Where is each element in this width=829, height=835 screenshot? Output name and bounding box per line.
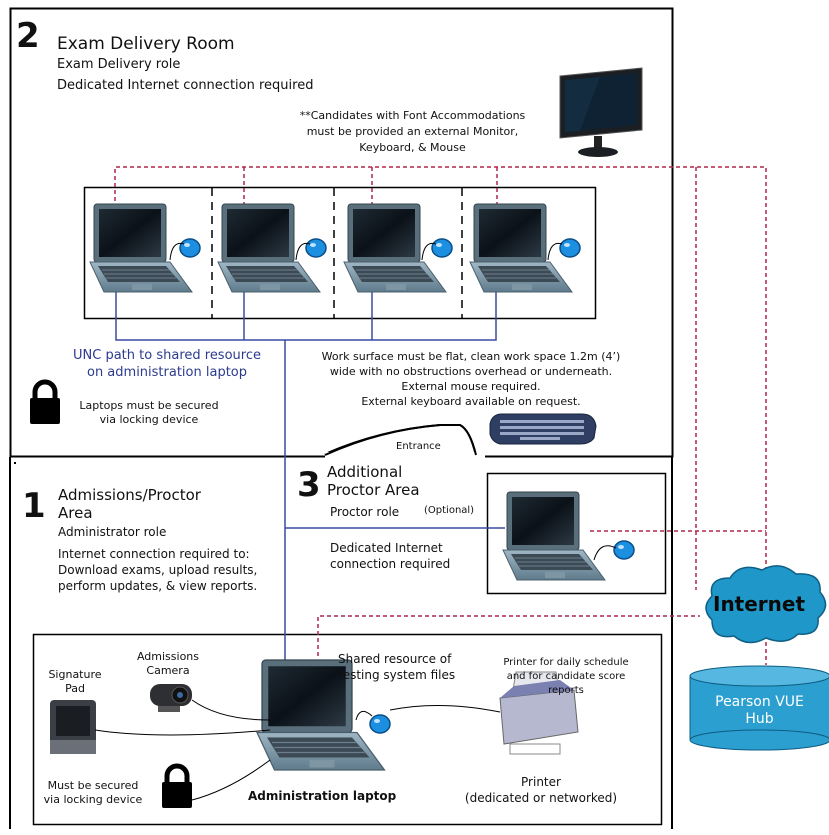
work-surface-line: External keyboard available on request. bbox=[361, 395, 581, 408]
internet-lines bbox=[114, 166, 767, 665]
room1-role: Administrator role bbox=[58, 525, 167, 539]
exam-mouse-2-icon bbox=[305, 238, 327, 258]
secured-line: via locking device bbox=[43, 793, 143, 806]
shared-line: Shared resource of bbox=[338, 652, 452, 666]
printer-purpose-label: Printer for daily schedule and for candi… bbox=[484, 656, 648, 698]
printer-icon bbox=[499, 671, 579, 755]
room3-title: Additional Proctor Area bbox=[327, 463, 420, 499]
font-note-line: Keyboard, & Mouse bbox=[359, 141, 466, 154]
room3-role: Proctor role bbox=[330, 505, 400, 519]
keyboard-icon bbox=[489, 413, 597, 445]
admin-mouse-icon bbox=[369, 714, 391, 734]
admin-cables bbox=[94, 699, 501, 801]
admin-area-box bbox=[32, 633, 663, 826]
secured-label: Must be secured via locking device bbox=[38, 779, 148, 807]
unc-path-note: UNC path to shared resource on administr… bbox=[62, 347, 272, 381]
room1-title-line: Area bbox=[58, 504, 93, 522]
camera-label: Admissions Camera bbox=[128, 650, 208, 678]
exam-laptop-1-icon bbox=[89, 203, 193, 293]
room3-connection: Dedicated Internet connection required bbox=[330, 540, 450, 572]
unc-line: on administration laptop bbox=[86, 365, 248, 380]
padlock-icon bbox=[30, 382, 60, 424]
camera-line: Admissions bbox=[136, 650, 200, 663]
font-note-line: **Candidates with Font Accommodations bbox=[299, 109, 526, 122]
room3-title-line: Additional bbox=[327, 463, 403, 481]
room2-role: Exam Delivery role bbox=[57, 57, 181, 72]
signature-line: Signature bbox=[48, 668, 102, 681]
printer-line: (dedicated or networked) bbox=[464, 791, 618, 805]
room3-title-line: Proctor Area bbox=[327, 481, 420, 499]
room1-title-line: Admissions/Proctor bbox=[58, 486, 201, 504]
room2-title: Exam Delivery Room bbox=[57, 34, 235, 54]
shared-resource-label: Shared resource of testing system files bbox=[338, 651, 455, 683]
room3-number: 3 bbox=[297, 465, 321, 505]
work-surface-line: External mouse required. bbox=[401, 380, 541, 393]
room1-connection-line: Download exams, upload results, bbox=[58, 563, 258, 577]
admin-padlock-icon bbox=[162, 766, 192, 808]
room2-connection: Dedicated Internet connection required bbox=[57, 78, 314, 93]
font-note-line: must be provided an external Monitor, bbox=[306, 125, 519, 138]
lock-line: Laptops must be secured bbox=[79, 399, 219, 412]
internet-cloud-icon bbox=[705, 565, 827, 644]
work-surface-note: Work surface must be flat, clean work sp… bbox=[292, 349, 650, 409]
internet-label: Internet bbox=[713, 592, 806, 616]
room1-connection-line: Internet connection required to: bbox=[58, 547, 250, 561]
work-surface-line: Work surface must be flat, clean work sp… bbox=[321, 350, 621, 363]
proctor-mouse-icon bbox=[613, 540, 635, 560]
lan-lines bbox=[115, 290, 505, 660]
exam-laptop-2-icon bbox=[217, 203, 321, 293]
room1-connection-line: perform updates, & view reports. bbox=[58, 579, 258, 593]
font-accommodation-note: **Candidates with Font Accommodations mu… bbox=[270, 108, 555, 156]
proctor-laptop-icon bbox=[502, 491, 606, 581]
hub-line: Hub bbox=[745, 711, 774, 727]
room1-connection: Internet connection required to: Downloa… bbox=[58, 546, 257, 594]
room1-title: Admissions/Proctor Area bbox=[58, 486, 201, 522]
exam-mouse-1-icon bbox=[179, 238, 201, 258]
room3-connection-line: Dedicated Internet bbox=[330, 541, 443, 555]
room3-connection-line: connection required bbox=[330, 557, 451, 571]
monitor-icon bbox=[559, 67, 643, 157]
hub-label: Pearson VUE Hub bbox=[690, 694, 829, 728]
exam-mouse-4-icon bbox=[559, 238, 581, 258]
printer-label: Printer (dedicated or networked) bbox=[446, 774, 636, 806]
exam-laptop-4-icon bbox=[469, 203, 573, 293]
work-surface-line: wide with no obstructions overhead or un… bbox=[329, 365, 613, 378]
shared-line: testing system files bbox=[338, 668, 456, 682]
signature-pad-icon bbox=[50, 700, 96, 754]
room3-optional: (Optional) bbox=[424, 505, 475, 516]
printer-for-line: reports bbox=[548, 685, 584, 696]
admin-laptop-label: Administration laptop bbox=[248, 789, 397, 803]
camera-line: Camera bbox=[146, 664, 190, 677]
hub-line: Pearson VUE bbox=[715, 694, 804, 710]
printer-for-line: and for candidate score bbox=[506, 671, 626, 682]
proctor-area-box bbox=[486, 472, 667, 595]
entrance-label: Entrance bbox=[396, 441, 441, 452]
workstation-area bbox=[83, 186, 597, 320]
signature-pad-label: Signature Pad bbox=[40, 668, 110, 696]
signature-line: Pad bbox=[65, 682, 85, 695]
room2-number: 2 bbox=[16, 16, 40, 56]
exam-mouse-3-icon bbox=[431, 238, 453, 258]
hub-icon bbox=[689, 665, 829, 751]
printer-line: Printer bbox=[521, 775, 561, 789]
room1-number: 1 bbox=[22, 486, 46, 526]
printer-for-line: Printer for daily schedule bbox=[503, 657, 629, 668]
camera-icon bbox=[150, 684, 192, 712]
laptop-lock-note: Laptops must be secured via locking devi… bbox=[64, 399, 234, 427]
unc-line: UNC path to shared resource bbox=[73, 348, 261, 363]
lock-line: via locking device bbox=[99, 413, 199, 426]
exam-laptop-3-icon bbox=[343, 203, 447, 293]
secured-line: Must be secured bbox=[47, 779, 139, 792]
